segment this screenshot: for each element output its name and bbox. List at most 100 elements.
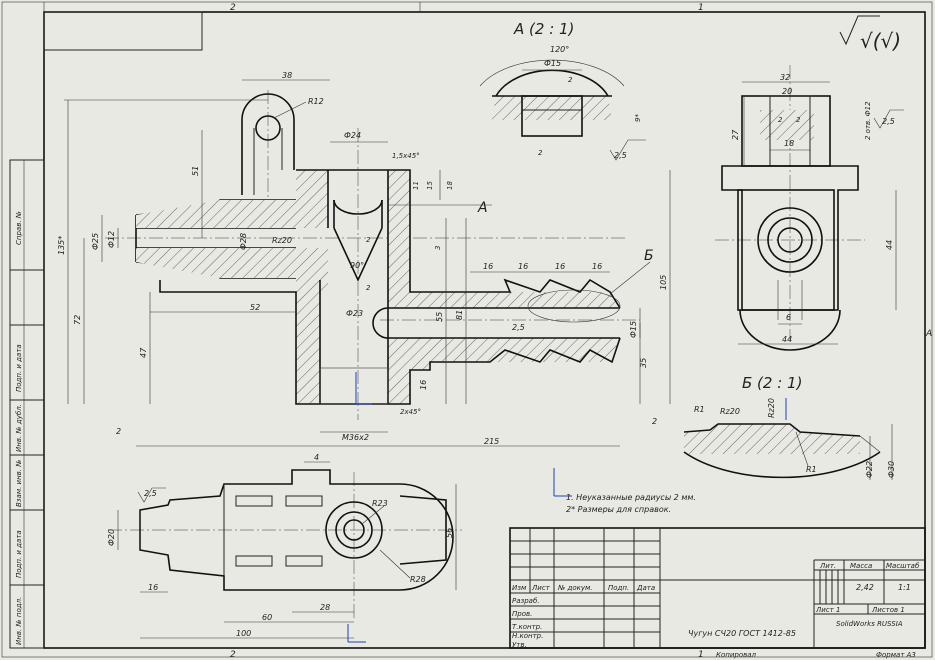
side-dim-20: 20 — [782, 87, 792, 96]
tb-copied: Копировал — [716, 651, 757, 659]
side-dim-44v: 44 — [885, 240, 894, 250]
zone-label-right-a: A — [925, 329, 932, 339]
dim-72: 72 — [73, 315, 82, 325]
front-view: 38 R12 Ф24 1,5x45° 51 135* Ф25 Ф12 Ф28 R… — [57, 71, 671, 447]
svg-text:√(√): √(√) — [860, 29, 901, 53]
side-dim-27: 27 — [731, 129, 740, 140]
note-2: 2* Размеры для справок. — [566, 505, 671, 514]
dim-d25: Ф25 — [91, 233, 100, 250]
tb-lit-label: Лит. — [819, 562, 836, 570]
tb-scale: 1:1 — [898, 583, 911, 592]
detail-b-rz2: Rz20 — [767, 398, 776, 418]
side-stamp-column: Справ. № Подп. и дата Инв. № дубл. Взам.… — [9, 159, 45, 649]
dim-47: 47 — [139, 347, 148, 358]
top-dim-rough: 2,5 — [144, 489, 157, 498]
side-dim-6: 6 — [786, 313, 791, 322]
detail-b-r1: R1 — [694, 405, 705, 414]
detail-a-dia: Ф15 — [544, 59, 561, 68]
side-dim-2b: 2 — [796, 116, 801, 124]
tb-row-prov: Пров. — [512, 610, 532, 618]
tb-row-tkontr: Т.контр. — [512, 623, 542, 631]
zone-label-top-2: 2 — [230, 3, 236, 13]
stamp-podp-2: Подп. и дата — [15, 530, 23, 578]
tb-col-podp: Подп. — [608, 584, 629, 592]
roughness-general-mark: √(√) — [839, 15, 901, 53]
top-dim-r23: R23 — [372, 499, 388, 508]
dim-2a: 2 — [366, 236, 371, 244]
detail-a-angle: 120° — [550, 45, 569, 54]
dim-d23: Ф23 — [346, 309, 363, 318]
dim-m36: M36x2 — [342, 433, 369, 442]
dim-15: 15 — [426, 181, 434, 190]
side-view: 32 20 2 2 18 27 2 отв. Ф12 2,5 44 6 44 — [715, 65, 904, 351]
top-dim-28: 28 — [320, 603, 330, 612]
dim-16b: 16 — [518, 262, 528, 271]
tb-mass-label: Масса — [850, 562, 872, 570]
dim-d24: Ф24 — [344, 131, 361, 140]
top-dim-60: 60 — [262, 613, 272, 622]
stamp-sprav: Справ. № — [15, 211, 23, 245]
zone-label-top-1: 1 — [698, 3, 704, 13]
tb-company: SolidWorks RUSSIA — [836, 620, 903, 628]
tb-mass: 2,42 — [856, 583, 874, 592]
dim-16c: 16 — [555, 262, 565, 271]
stamp-inv-dubl: Инв. № дубл. — [15, 404, 23, 452]
detail-a-rough: 2 — [538, 149, 543, 157]
dim-chamfer-15: 1,5x45° — [392, 152, 420, 160]
dim-55: 55 — [435, 312, 444, 322]
detail-a-title: А (2 : 1) — [513, 20, 574, 38]
dim-38: 38 — [282, 71, 292, 80]
zone-label-bottom-1: 1 — [698, 650, 704, 660]
dim-105: 105 — [659, 275, 668, 290]
dim-81: 81 — [455, 310, 464, 320]
detail-b-d30: Ф30 — [887, 461, 896, 478]
detail-b-view: Б (2 : 1) R1 Rz20 Rz20 R1 Ф22 Ф30 — [683, 374, 896, 480]
tb-col-data: Дата — [636, 584, 655, 592]
callout-b: Б — [644, 248, 654, 264]
top-view: 4 2,5 Ф20 R23 R28 56 16 60 28 100 — [107, 453, 462, 643]
stamp-vzam: Взам. инв. № — [15, 459, 23, 507]
top-dim-100: 100 — [236, 629, 251, 638]
detail-a-view: А (2 : 1) 120° Ф15 9* 2 2 — [479, 20, 642, 157]
tb-sheet: Лист 1 — [815, 606, 840, 614]
detail-a-chamfer: 2 — [568, 76, 573, 84]
dim-18: 18 — [446, 181, 454, 190]
dim-35: 35 — [639, 358, 648, 368]
tb-sheets: Листов 1 — [871, 606, 905, 614]
tb-col-dokum: № докум. — [557, 584, 593, 592]
dim-2b: 2 — [366, 284, 371, 292]
zone-label-bottom-2: 2 — [230, 650, 236, 660]
tb-col-list: Лист — [531, 584, 551, 592]
tb-format: Формат А3 — [876, 651, 916, 659]
top-dim-56: 56 — [445, 528, 454, 538]
top-dim-d20: Ф20 — [107, 529, 116, 546]
dim-d12: Ф12 — [107, 231, 116, 248]
drawing-frame — [43, 11, 926, 649]
side-dim-44h: 44 — [782, 335, 792, 344]
dim-chamfer-2: 2x45° — [400, 408, 421, 416]
detail-a-depth: 9* — [634, 114, 642, 122]
top-dim-16: 16 — [148, 583, 158, 592]
title-block: Изм Лист № докум. Подп. Дата Разраб. Про… — [509, 527, 926, 659]
top-dim-r28: R28 — [410, 575, 426, 584]
detail-b-rz: Rz20 — [720, 407, 740, 416]
stamp-podp-1: Подп. и дата — [15, 344, 23, 392]
tb-col-izm: Изм — [512, 584, 527, 592]
dim-3: 3 — [434, 246, 442, 250]
dim-r12: R12 — [308, 97, 324, 106]
detail-b-d22: Ф22 — [865, 461, 874, 478]
dim-rz20: Rz20 — [272, 236, 292, 245]
dim-90deg: 90° — [350, 261, 364, 270]
side-dim-holes: 2 отв. Ф12 — [864, 101, 872, 140]
top-dim-4: 4 — [314, 453, 319, 462]
reference-box — [43, 11, 203, 51]
dim-16e: 16 — [419, 380, 428, 390]
dim-135: 135* — [57, 236, 66, 255]
rough-mark-2a: 2 — [116, 427, 121, 436]
tb-scale-label: Масштаб — [886, 562, 920, 570]
coordinate-triad — [355, 372, 787, 497]
dim-d28: Ф28 — [239, 233, 248, 250]
detail-b-title: Б (2 : 1) — [742, 374, 802, 392]
dim-d15: Ф15 — [629, 321, 638, 338]
